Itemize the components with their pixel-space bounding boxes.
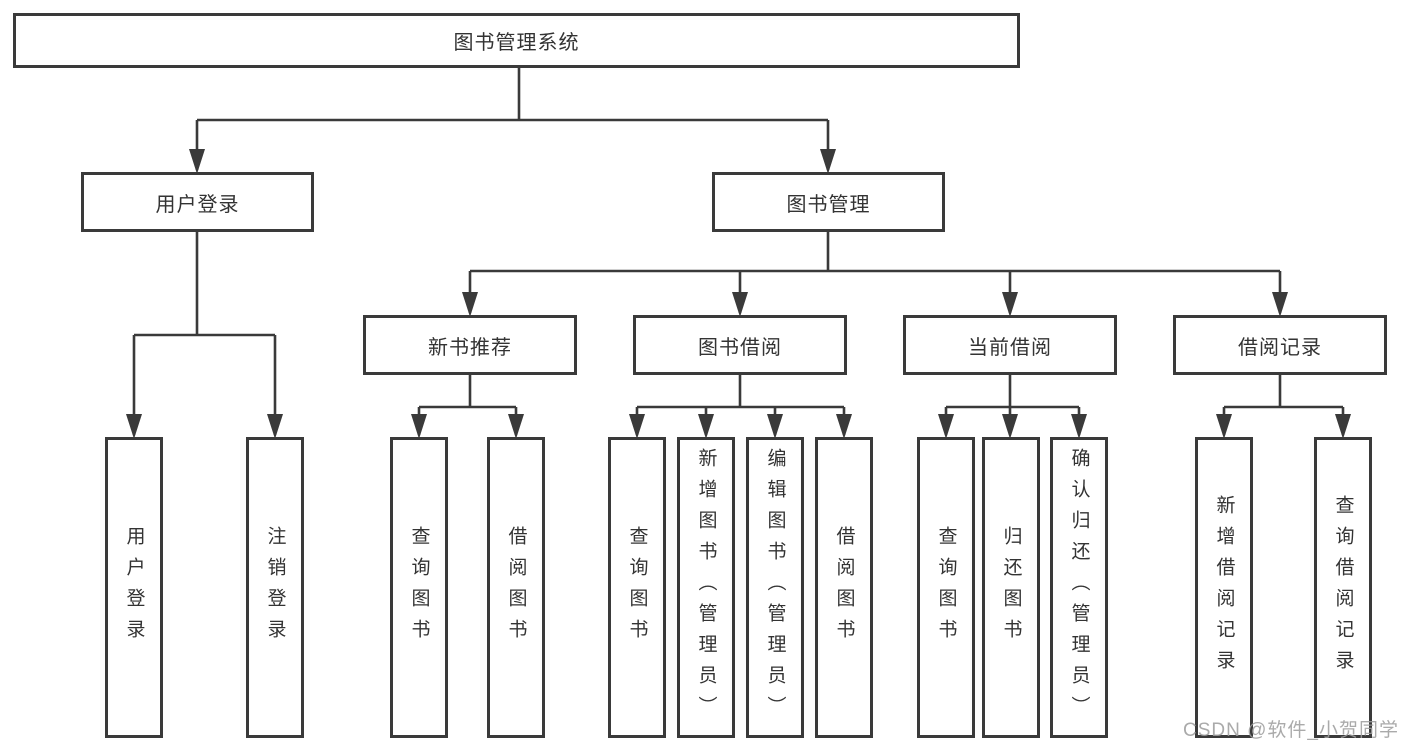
node-label: 注销登录 bbox=[264, 525, 286, 650]
node-book-borrowing: 图书借阅 bbox=[633, 315, 847, 375]
leaf-edit-book-admin: 编辑图书（管理员） bbox=[746, 437, 804, 738]
leaf-query-borrow-record: 查询借阅记录 bbox=[1314, 437, 1372, 738]
leaf-confirm-return-admin: 确认归还（管理员） bbox=[1050, 437, 1108, 738]
node-new-book-recommend: 新书推荐 bbox=[363, 315, 577, 375]
node-user-login: 用户登录 bbox=[81, 172, 314, 232]
node-label: 借阅图书 bbox=[505, 525, 527, 650]
node-label: 用户登录 bbox=[155, 193, 240, 216]
leaf-logout: 注销登录 bbox=[246, 437, 304, 738]
node-label: 编辑图书（管理员） bbox=[764, 448, 786, 727]
leaf-query-books-borrow: 查询图书 bbox=[608, 437, 666, 738]
node-label: 查询图书 bbox=[408, 525, 430, 650]
leaf-add-book-admin: 新增图书（管理员） bbox=[677, 437, 735, 738]
node-label: 新增借阅记录 bbox=[1213, 494, 1235, 681]
leaf-add-borrow-record: 新增借阅记录 bbox=[1195, 437, 1253, 738]
leaf-query-books-recommend: 查询图书 bbox=[390, 437, 448, 738]
arrowheads bbox=[126, 149, 1351, 439]
leaf-borrow-books-recommend: 借阅图书 bbox=[487, 437, 545, 738]
leaf-return-book: 归还图书 bbox=[982, 437, 1040, 738]
node-book-management: 图书管理 bbox=[712, 172, 945, 232]
node-label: 新书推荐 bbox=[428, 336, 512, 359]
node-label: 确认归还（管理员） bbox=[1068, 448, 1090, 727]
node-label: 当前借阅 bbox=[968, 336, 1052, 359]
csdn-watermark: CSDN @软件_小贺同学 bbox=[1183, 720, 1399, 741]
leaf-user-login: 用户登录 bbox=[105, 437, 163, 738]
node-borrowing-records: 借阅记录 bbox=[1173, 315, 1387, 375]
node-label: 归还图书 bbox=[1000, 525, 1022, 650]
node-current-borrowing: 当前借阅 bbox=[903, 315, 1117, 375]
node-label: 查询借阅记录 bbox=[1332, 494, 1354, 681]
node-label: 图书管理 bbox=[786, 193, 871, 216]
node-label: 查询图书 bbox=[935, 525, 957, 650]
node-label: 图书管理系统 bbox=[453, 32, 580, 54]
node-label: 新增图书（管理员） bbox=[695, 448, 717, 727]
node-label: 图书借阅 bbox=[698, 336, 782, 359]
node-label: 查询图书 bbox=[626, 525, 648, 650]
node-root: 图书管理系统 bbox=[13, 13, 1020, 68]
node-label: 借阅图书 bbox=[833, 525, 855, 650]
leaf-query-books-current: 查询图书 bbox=[917, 437, 975, 738]
node-label: 借阅记录 bbox=[1238, 336, 1322, 359]
leaf-borrow-books: 借阅图书 bbox=[815, 437, 873, 738]
node-label: 用户登录 bbox=[123, 525, 145, 650]
